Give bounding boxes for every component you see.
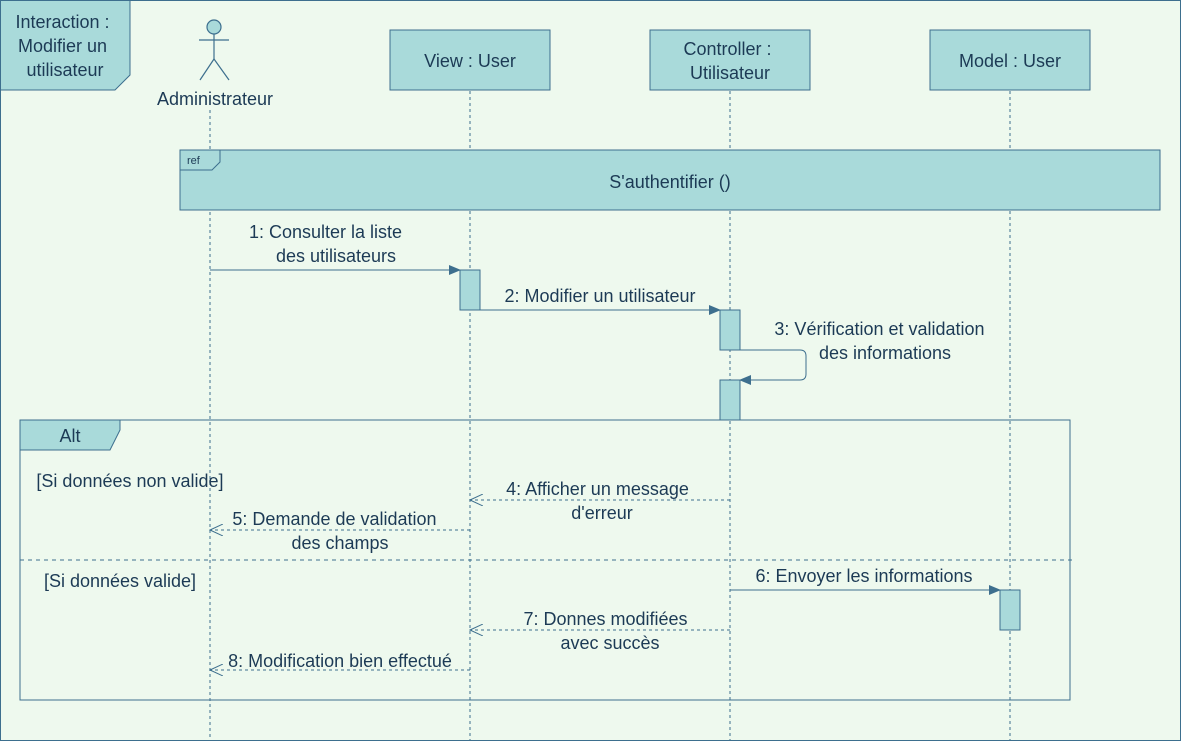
message-1-label: 1: Consulter la liste des utilisateurs [249,222,407,266]
activation-model [999,589,1021,631]
lifeline-controller-line-2: Utilisateur [690,63,770,83]
actor-label: Administrateur [157,89,273,109]
actor-icon [199,19,230,81]
lifeline-controller-line-1: Controller : [683,39,771,59]
message-8-label: 8: Modification bien effectué [228,651,452,671]
lifeline-model-box [929,29,1091,91]
message-6-label: 6: Envoyer les informations [755,566,972,586]
message-5-label: 5: Demande de validation des champs [232,509,441,553]
lifeline-controller-box [649,29,811,91]
frame-title-line-2: Modifier un [18,36,107,56]
message-3-label: 3: Vérification et validation des inform… [774,319,989,363]
message-1-line-2: des utilisateurs [276,246,396,266]
message-5-line-2: des champs [291,533,388,553]
message-7-line-1: 7: Donnes modifiées [523,609,687,629]
message-5-line-1: 5: Demande de validation [232,509,436,529]
frame-title-box [0,0,131,91]
message-4-line-1: 4: Afficher un message [506,479,689,499]
message-7-label: 7: Donnes modifiées avec succès [523,609,692,653]
message-1-line-1: 1: Consulter la liste [249,222,402,242]
lifeline-model-label: Model : User [959,51,1061,71]
message-7-line-2: avec succès [560,633,659,653]
lifeline-controller-label: Controller : Utilisateur [683,39,776,83]
alt-guard-1: [Si données non valide] [36,471,223,491]
ref-tag: ref [187,155,201,167]
alt-tag-box [19,419,121,451]
lifeline-view-box [389,29,551,91]
activation-view [459,269,481,311]
lifeline-view-label: View : User [424,51,516,71]
message-4-line-2: d'erreur [571,503,632,523]
activation-controller-1 [719,309,741,351]
frame-title: Interaction : Modifier un utilisateur [15,12,114,80]
frame-title-line-3: utilisateur [26,60,103,80]
activation-controller-2 [719,379,741,421]
ref-tag-box [180,149,221,171]
ref-fragment [179,149,1161,211]
alt-tag: Alt [59,426,80,446]
alt-guard-2: [Si données valide] [44,571,196,591]
frame-title-line-1: Interaction : [15,12,109,32]
message-3-arrow [739,349,807,385]
message-2-label: 2: Modifier un utilisateur [504,286,695,306]
message-3-line-2: des informations [819,343,951,363]
message-4-label: 4: Afficher un message d'erreur [506,479,694,523]
ref-label: S'authentifier () [609,172,731,192]
message-3-line-1: 3: Vérification et validation [774,319,984,339]
